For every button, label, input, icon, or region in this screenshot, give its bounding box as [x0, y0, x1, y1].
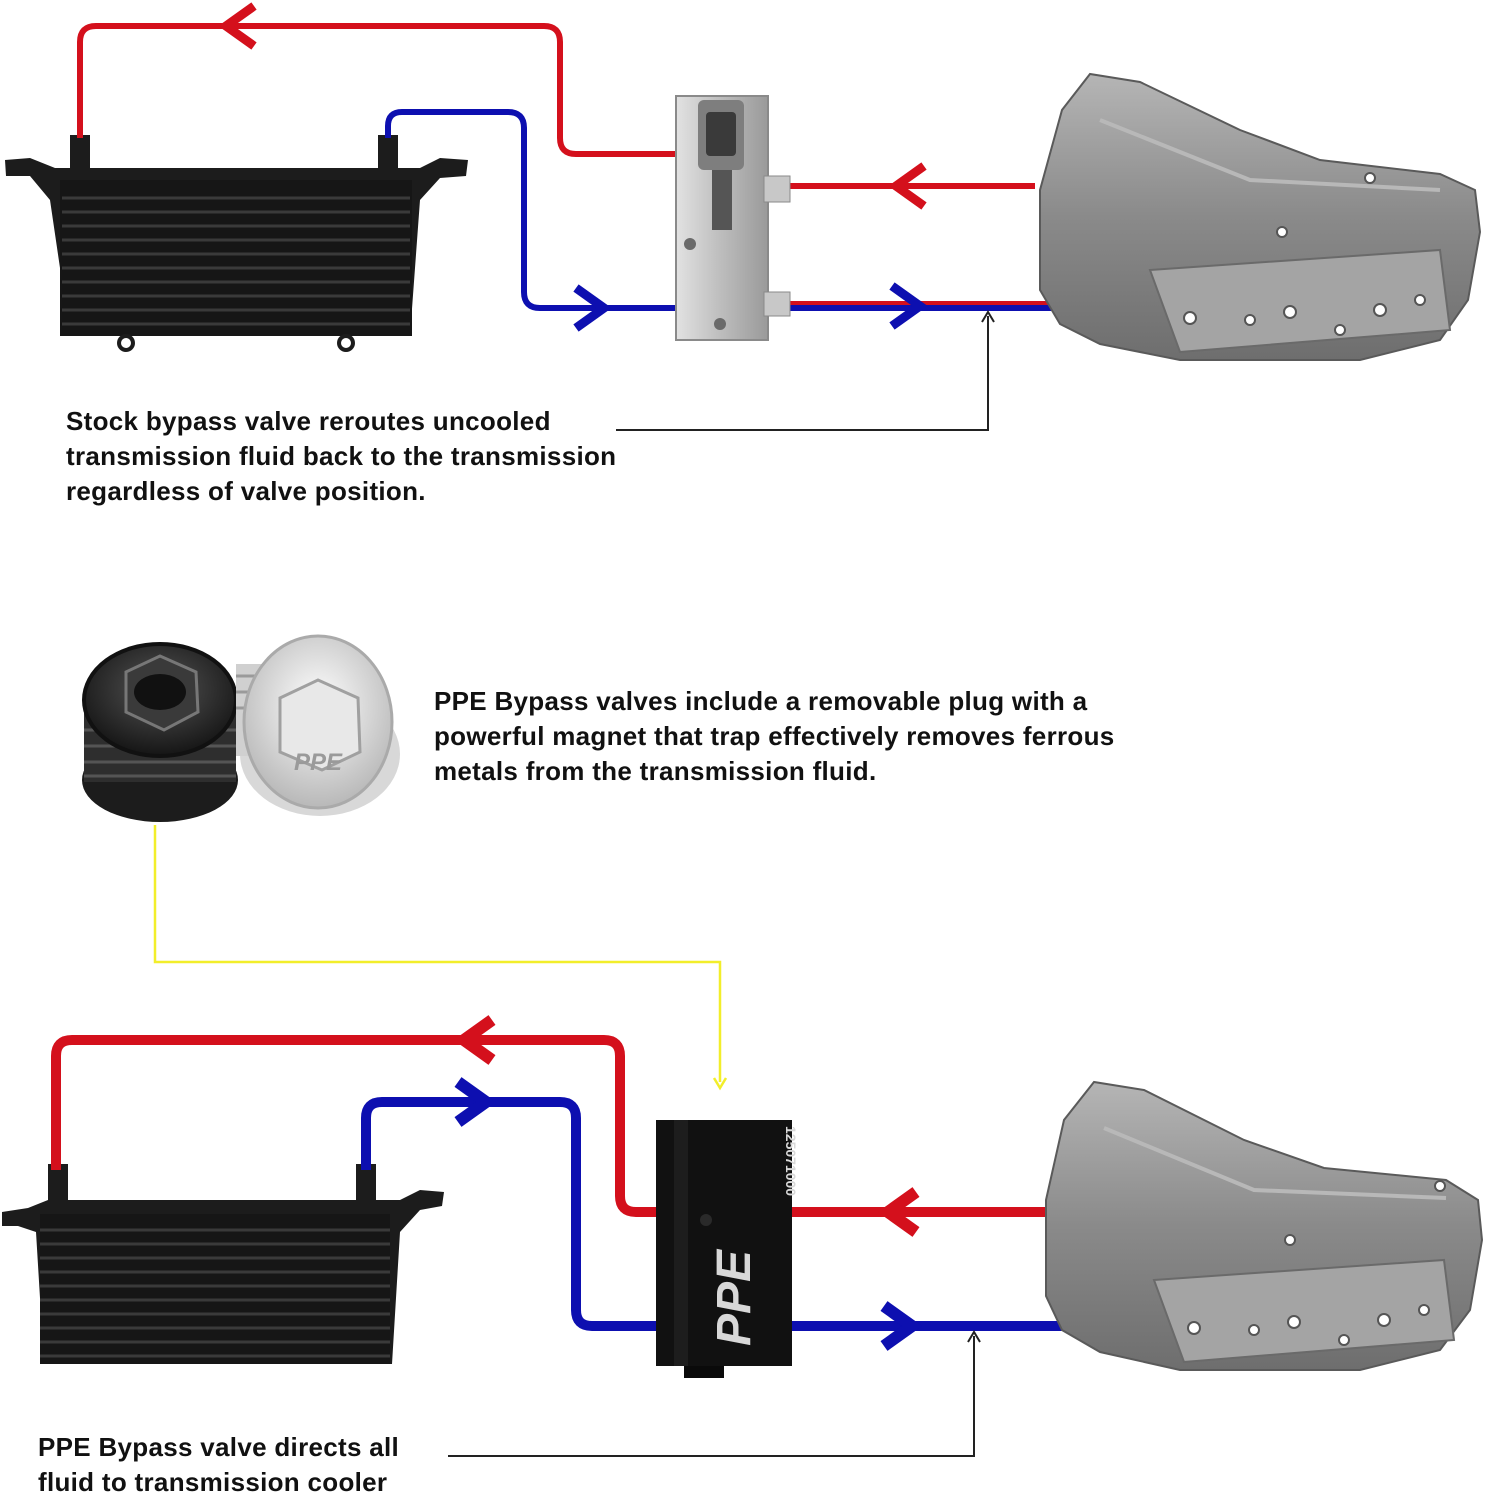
- chevron-left-icon: [877, 1187, 920, 1237]
- hot-line-bottom: [51, 1035, 1052, 1217]
- transmission-top: [1039, 72, 1482, 361]
- chevron-left-icon: [453, 1015, 496, 1065]
- plug-pointer-arrowhead: [712, 1077, 728, 1091]
- ppe-callout-arrowhead: [967, 1330, 981, 1343]
- chevron-right-icon: [573, 284, 612, 332]
- stock-bypass-valve: [675, 95, 791, 341]
- chevron-left-icon: [218, 2, 257, 50]
- ppe-bypass-valve: 125071000 PPE: [656, 1120, 799, 1378]
- chevron-right-icon: [889, 282, 928, 330]
- stock-callout-line: [616, 316, 989, 431]
- chevron-right-icon: [454, 1077, 497, 1127]
- stock-callout-arrowhead: [981, 310, 995, 323]
- chevron-left-icon: [888, 162, 927, 210]
- ppe-callout-line: [448, 1336, 975, 1457]
- magnetic-plug-used: [82, 642, 238, 822]
- ppe-system: 125071000 PPE: [2, 1015, 1484, 1457]
- ppe-valve-part-number: 125071000: [783, 1126, 799, 1196]
- magnetic-plug-new: PPE: [236, 634, 400, 816]
- plug-logo: PPE: [294, 749, 343, 776]
- stock-bypass-caption: Stock bypass valve reroutes uncooled tra…: [66, 406, 617, 506]
- magnetic-plug-caption: PPE Bypass valves include a removable pl…: [434, 686, 1115, 786]
- transmission-bottom: [1045, 1080, 1484, 1371]
- cool-line-top: [385, 109, 1060, 311]
- transmission-cooler-bottom: [2, 1164, 444, 1364]
- cool-line-bottom: [361, 1097, 1096, 1331]
- ppe-valve-logo: PPE: [708, 1248, 761, 1346]
- transmission-cooler-top: [5, 135, 468, 352]
- ppe-bypass-caption: PPE Bypass valve directs all fluid to tr…: [38, 1432, 400, 1495]
- magnetic-plugs-photo: PPE: [82, 634, 400, 822]
- chevron-right-icon: [880, 1301, 923, 1351]
- plug-pointer-line: [153, 825, 722, 1082]
- stock-system: [5, 2, 1482, 431]
